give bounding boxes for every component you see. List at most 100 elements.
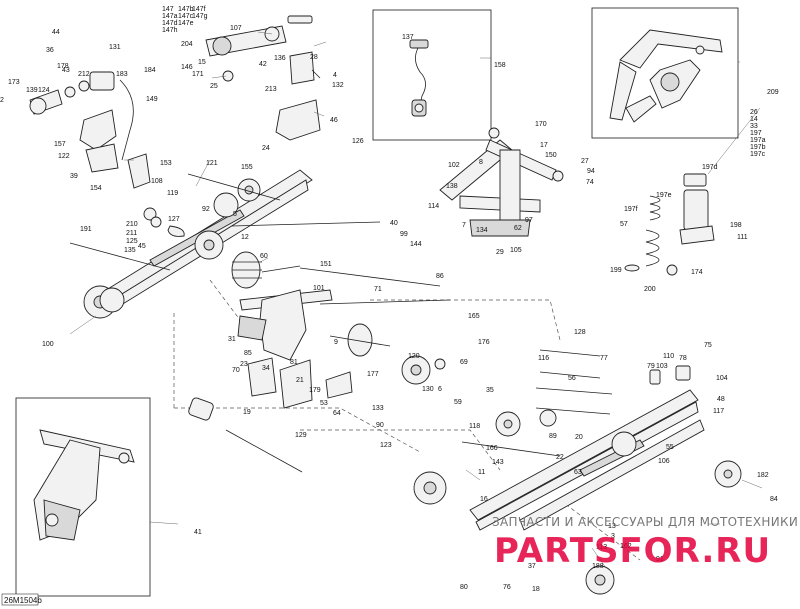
- callout-118: 118: [469, 423, 480, 430]
- callout-80: 80: [460, 584, 468, 591]
- callout-46: 46: [330, 117, 338, 124]
- callout-79: 79: [647, 363, 655, 370]
- callout-104: 104: [716, 375, 728, 382]
- inset-box-sensor: [372, 9, 492, 141]
- callout-199: 199: [610, 267, 622, 274]
- callout-146: 146: [181, 64, 193, 71]
- callout-18: 18: [532, 586, 540, 593]
- callout-125: 125: [126, 238, 138, 245]
- callout-147e: 147e: [178, 20, 194, 27]
- callout-212: 212: [78, 71, 90, 78]
- callout-78: 78: [679, 355, 687, 362]
- callout-197f: 197f: [624, 206, 638, 213]
- callout-24: 24: [262, 145, 270, 152]
- watermark-brand: PARTSFOR.RU: [494, 531, 771, 571]
- callout-197e: 197e: [656, 192, 672, 199]
- callout-147: 147: [162, 6, 174, 13]
- callout-17: 17: [540, 142, 548, 149]
- callout-19: 19: [243, 409, 251, 416]
- callout-162: 162: [620, 543, 632, 550]
- callout-70: 70: [232, 367, 240, 374]
- callout-75: 75: [704, 342, 712, 349]
- callout-33: 33: [750, 123, 758, 130]
- callout-171: 171: [192, 71, 204, 78]
- callout-101: 101: [313, 285, 325, 292]
- callout-74: 74: [586, 179, 594, 186]
- callout-81: 81: [290, 359, 298, 366]
- callout-43: 43: [62, 67, 70, 74]
- callout-155: 155: [241, 164, 253, 171]
- assembly-guide-lines: [173, 279, 641, 561]
- callout-147b: 147b: [178, 6, 194, 13]
- diagram-code-frame: [1, 593, 39, 606]
- callout-116: 116: [538, 355, 549, 362]
- rear-rail-assembly: [413, 349, 742, 595]
- callout-179: 179: [309, 387, 321, 394]
- callout-122: 122: [58, 153, 70, 160]
- callout-64: 64: [333, 410, 341, 417]
- callout-85: 85: [244, 350, 252, 357]
- callout-4: 4: [333, 72, 337, 79]
- callout-62: 62: [514, 225, 522, 232]
- callout-3: 3: [611, 533, 615, 540]
- callout-147h: 147h: [162, 27, 178, 34]
- callout-183: 183: [116, 71, 128, 78]
- callout-59: 59: [454, 399, 462, 406]
- callout-34: 34: [262, 365, 270, 372]
- callout-184: 184: [144, 67, 156, 74]
- callout-117: 117: [713, 408, 724, 415]
- callout-86: 86: [436, 273, 444, 280]
- callout-44: 44: [52, 29, 60, 36]
- callout-69: 69: [460, 359, 468, 366]
- callout-57: 57: [620, 221, 628, 228]
- callout-134: 134: [476, 227, 488, 234]
- callout-158: 158: [494, 62, 506, 69]
- callout-204: 204: [181, 41, 193, 48]
- callout-127: 127: [168, 216, 180, 223]
- callout-135: 135: [124, 247, 136, 254]
- callout-22: 22: [556, 454, 564, 461]
- callout-113: 113: [596, 544, 607, 551]
- callout-121: 121: [206, 160, 218, 167]
- callout-139: 139: [26, 87, 38, 94]
- callout-157: 157: [54, 141, 66, 148]
- callout-111: 111: [737, 234, 748, 241]
- callout-92: 92: [202, 206, 210, 213]
- callout-37: 37: [528, 563, 536, 570]
- callout-137: 137: [402, 34, 414, 41]
- callout-20: 20: [575, 434, 583, 441]
- callout-14: 14: [750, 116, 758, 123]
- callout-213: 213: [265, 86, 277, 93]
- callout-165: 165: [468, 313, 480, 320]
- callout-133: 133: [372, 405, 384, 412]
- callout-138: 138: [446, 183, 458, 190]
- callout-110: 110: [663, 353, 674, 360]
- callout-120: 120: [408, 353, 420, 360]
- front-rail-assembly: [69, 169, 313, 319]
- callout-26: 26: [750, 109, 758, 116]
- callout-13: 13: [608, 523, 616, 530]
- callout-16: 16: [480, 496, 488, 503]
- callout-2: 2: [0, 97, 4, 104]
- front-shock-assembly: [29, 71, 185, 237]
- rear-arm-assembly: [439, 127, 564, 237]
- callout-188: 188: [592, 563, 604, 570]
- callout-119: 119: [167, 190, 178, 197]
- callout-147c: 147c: [178, 13, 194, 20]
- callout-126: 126: [352, 138, 364, 145]
- leader-lines: [69, 31, 763, 569]
- callout-130: 130: [422, 386, 434, 393]
- callout-132: 132: [332, 82, 344, 89]
- callout-147g: 147g: [192, 13, 208, 20]
- callout-176: 176: [478, 339, 490, 346]
- callout-177: 177: [367, 371, 379, 378]
- callout-107: 107: [230, 25, 242, 32]
- callout-149: 149: [146, 96, 158, 103]
- callout-84: 84: [770, 496, 778, 503]
- callout-99: 99: [400, 231, 408, 238]
- callout-211: 211: [126, 230, 137, 237]
- callout-12: 12: [241, 234, 249, 241]
- callout-144: 144: [410, 241, 422, 248]
